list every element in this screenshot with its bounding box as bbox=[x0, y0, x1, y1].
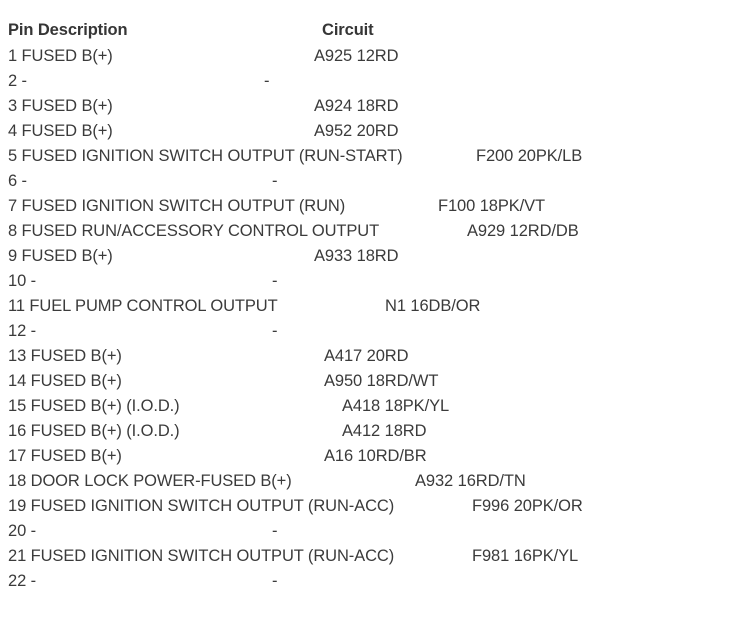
pin-description-cell: 13 FUSED B(+) bbox=[8, 347, 122, 365]
circuit-value-cell: - bbox=[272, 172, 278, 190]
table-row: 8 FUSED RUN/ACCESSORY CONTROL OUTPUT A929… bbox=[0, 222, 745, 247]
table-row: 11 FUEL PUMP CONTROL OUTPUT N1 16DB/OR bbox=[0, 297, 745, 322]
circuit-value-cell: F200 20PK/LB bbox=[476, 147, 583, 165]
pin-description-cell: 16 FUSED B(+) (I.O.D.) bbox=[8, 422, 180, 440]
circuit-value-cell: F981 16PK/YL bbox=[472, 547, 579, 565]
table-row: 5 FUSED IGNITION SWITCH OUTPUT (RUN-STAR… bbox=[0, 147, 745, 172]
table-row: 16 FUSED B(+) (I.O.D.) A412 18RD bbox=[0, 422, 745, 447]
pin-description-cell: 5 FUSED IGNITION SWITCH OUTPUT (RUN-STAR… bbox=[8, 147, 403, 165]
pin-description-cell: 6 - bbox=[8, 172, 27, 190]
column-header-pin-description: Pin Description bbox=[8, 21, 128, 39]
pin-description-cell: 12 - bbox=[8, 322, 37, 340]
circuit-value-cell: - bbox=[272, 272, 278, 290]
table-row: 15 FUSED B(+) (I.O.D.) A418 18PK/YL bbox=[0, 397, 745, 422]
pin-description-cell: 18 DOOR LOCK POWER-FUSED B(+) bbox=[8, 472, 292, 490]
table-row: 10 - - bbox=[0, 272, 745, 297]
circuit-value-cell: A932 16RD/TN bbox=[415, 472, 526, 490]
pin-description-cell: 9 FUSED B(+) bbox=[8, 247, 113, 265]
table-row: 1 FUSED B(+) A925 12RD bbox=[0, 47, 745, 72]
table-row: 20 - - bbox=[0, 522, 745, 547]
table-row: 4 FUSED B(+) A952 20RD bbox=[0, 122, 745, 147]
circuit-value-cell: F996 20PK/OR bbox=[472, 497, 583, 515]
pin-description-cell: 4 FUSED B(+) bbox=[8, 122, 113, 140]
pin-description-cell: 22 - bbox=[8, 572, 37, 590]
circuit-value-cell: - bbox=[272, 322, 278, 340]
pin-description-cell: 3 FUSED B(+) bbox=[8, 97, 113, 115]
pin-description-cell: 11 FUEL PUMP CONTROL OUTPUT bbox=[8, 297, 278, 315]
circuit-value-cell: A929 12RD/DB bbox=[467, 222, 579, 240]
pin-description-cell: 7 FUSED IGNITION SWITCH OUTPUT (RUN) bbox=[8, 197, 346, 215]
pin-description-cell: 14 FUSED B(+) bbox=[8, 372, 122, 390]
pin-description-cell: 17 FUSED B(+) bbox=[8, 447, 122, 465]
circuit-value-cell: N1 16DB/OR bbox=[385, 297, 481, 315]
circuit-value-cell: A952 20RD bbox=[314, 122, 399, 140]
table-row: 12 - - bbox=[0, 322, 745, 347]
table-row: 7 FUSED IGNITION SWITCH OUTPUT (RUN) F100… bbox=[0, 197, 745, 222]
table-row: 9 FUSED B(+) A933 18RD bbox=[0, 247, 745, 272]
circuit-value-cell: A924 18RD bbox=[314, 97, 399, 115]
pin-description-cell: 19 FUSED IGNITION SWITCH OUTPUT (RUN-ACC… bbox=[8, 497, 395, 515]
circuit-value-cell: - bbox=[272, 522, 278, 540]
pin-description-cell: 2 - bbox=[8, 72, 27, 90]
circuit-value-cell: A417 20RD bbox=[324, 347, 409, 365]
circuit-value-cell: F100 18PK/VT bbox=[438, 197, 546, 215]
table-row: 17 FUSED B(+) A16 10RD/BR bbox=[0, 447, 745, 472]
circuit-value-cell: A933 18RD bbox=[314, 247, 399, 265]
table-row: 13 FUSED B(+) A417 20RD bbox=[0, 347, 745, 372]
table-row: 14 FUSED B(+) A950 18RD/WT bbox=[0, 372, 745, 397]
circuit-value-cell: A925 12RD bbox=[314, 47, 399, 65]
circuit-value-cell: - bbox=[272, 572, 278, 590]
column-header-circuit: Circuit bbox=[322, 21, 374, 39]
circuit-value-cell: A418 18PK/YL bbox=[342, 397, 450, 415]
circuit-value-cell: A16 10RD/BR bbox=[324, 447, 427, 465]
table-row: 3 FUSED B(+) A924 18RD bbox=[0, 97, 745, 122]
table-row: 21 FUSED IGNITION SWITCH OUTPUT (RUN-ACC… bbox=[0, 547, 745, 572]
circuit-value-cell: A412 18RD bbox=[342, 422, 427, 440]
table-row: 22 - - bbox=[0, 572, 745, 597]
table-row: 18 DOOR LOCK POWER-FUSED B(+) A932 16RD/T… bbox=[0, 472, 745, 497]
table-row: 2 - - bbox=[0, 72, 745, 97]
pin-description-cell: 10 - bbox=[8, 272, 37, 290]
table-row: 19 FUSED IGNITION SWITCH OUTPUT (RUN-ACC… bbox=[0, 497, 745, 522]
pin-description-cell: 20 - bbox=[8, 522, 37, 540]
circuit-value-cell: A950 18RD/WT bbox=[324, 372, 439, 390]
pin-description-cell: 8 FUSED RUN/ACCESSORY CONTROL OUTPUT bbox=[8, 222, 380, 240]
pin-description-cell: 21 FUSED IGNITION SWITCH OUTPUT (RUN-ACC… bbox=[8, 547, 395, 565]
pin-description-cell: 1 FUSED B(+) bbox=[8, 47, 113, 65]
table-row: 6 - - bbox=[0, 172, 745, 197]
pin-description-cell: 15 FUSED B(+) (I.O.D.) bbox=[8, 397, 180, 415]
circuit-value-cell: - bbox=[264, 72, 270, 90]
